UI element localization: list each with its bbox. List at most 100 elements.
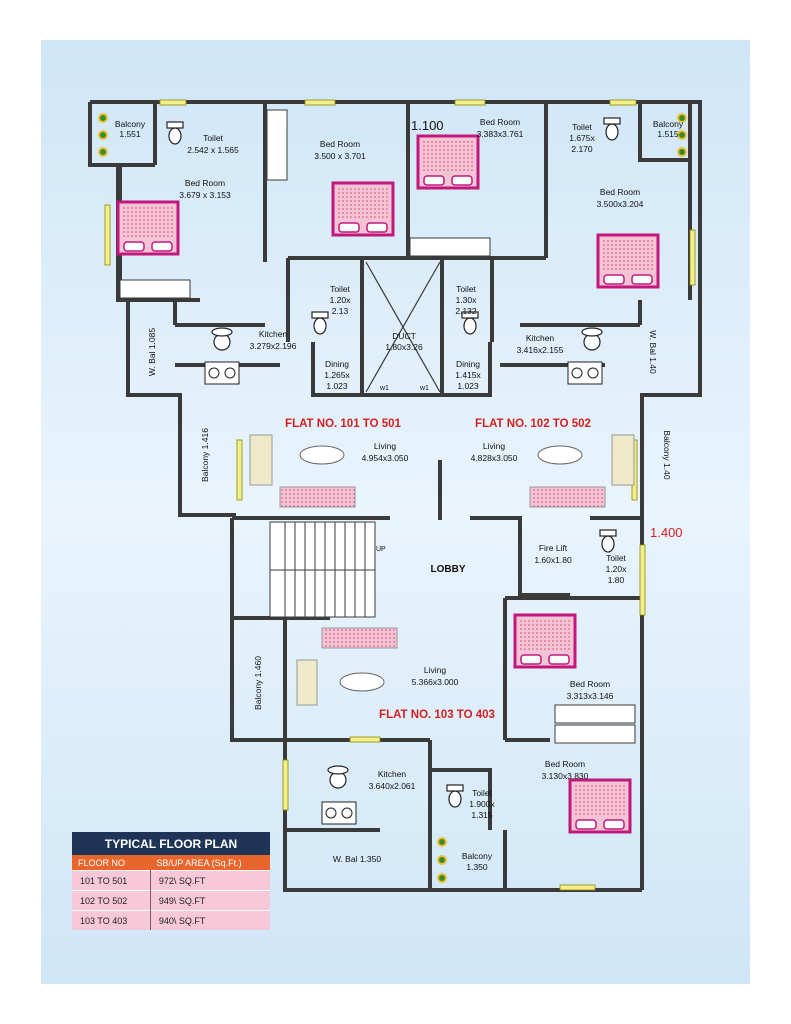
room-size: 1.023 [326,381,348,391]
lobby-label: LOBBY [431,564,466,575]
room-size: 1.265x [324,370,350,380]
room-name: Bed Room [570,679,610,689]
flat-label-102: FLAT NO. 102 TO 502 [475,418,591,430]
room-size: 5.366x3.000 [412,677,459,687]
bed-icon [596,233,660,289]
plant-icon [437,837,447,847]
plant-icon [437,855,447,865]
bed-icon [513,613,577,669]
area-cell: 940\ SQ.FT [150,910,270,930]
room-name: Toilet [456,284,476,294]
room-name: Balcony 1.460 [253,656,263,710]
room-size: 1.20x [606,564,628,574]
stove-icon [321,801,357,825]
room-name: Bed Room [320,139,360,149]
room-size: 1.415x [455,370,481,380]
room-size: 1.60x1.80 [534,555,572,565]
room-size: 1.350 [466,862,488,872]
room-size: 1.20x [330,295,352,305]
floor-cell: 103 TO 403 [72,910,151,930]
area-cell: 972\ SQ.FT [150,870,270,891]
room-name: Balcony [653,119,684,129]
area-cell: 949\ SQ.FT [150,890,270,911]
room-name: Toilet [330,284,350,294]
stove-icon [204,361,240,385]
room-name: Living [483,441,505,451]
floor-cell: 101 TO 501 [72,870,151,891]
staircase [269,521,376,618]
room-size: 2.170 [571,144,593,154]
bed-icon [331,181,395,237]
room-size: 3.313x3.146 [567,691,614,701]
room-name: W. Bal 1.085 [147,328,157,376]
bed-icon [116,200,180,256]
room-name: Balcony 1.40 [662,430,672,479]
person-icon [581,327,603,351]
room-name: Kitchen [526,333,555,343]
room-name: Balcony [115,119,146,129]
column-header: FLOOR NO [72,855,151,871]
wardrobes [119,109,636,744]
floor-cell: 102 TO 502 [72,890,151,911]
plant-icon [437,873,447,883]
room-name: Dining [325,359,349,369]
room-name: Bed Room [185,178,225,188]
room-size: 3.500 x 3.701 [314,151,366,161]
room-size: 2.13 [332,306,349,316]
room-name: W. Bal 1.40 [648,330,658,374]
table-row: 101 TO 501 972\ SQ.FT [72,870,270,891]
room-size: 3.383x3.761 [477,129,524,139]
room-name: Balcony 1.416 [200,428,210,482]
room-size: 3.640x2.061 [369,781,416,791]
floor-plan-table: TYPICAL FLOOR PLAN FLOOR NO SB/UP AREA (… [72,832,270,930]
stair-up-label: UP [376,546,386,553]
room-size: 4.828x3.050 [471,453,518,463]
room-name: Toilet [606,553,626,563]
plant-icon [98,147,108,157]
room-name: Toilet [472,788,492,798]
bed-icon [568,778,632,834]
room-size: 1.675x [569,133,595,143]
room-size: 1.515 [657,129,679,139]
room-size: 1.551 [119,129,141,139]
stove-icon [567,361,603,385]
room-size: 3.279x2.196 [250,341,297,351]
table-row: 102 TO 502 949\ SQ.FT [72,890,270,911]
table-title: TYPICAL FLOOR PLAN [72,832,270,855]
room-name: Bed Room [600,187,640,197]
person-icon [327,765,349,789]
room-size: 1.315 [471,810,493,820]
flat-label-101: FLAT NO. 101 TO 501 [285,418,401,430]
room-size: 4.954x3.050 [362,453,409,463]
room-name: Fire Lift [539,543,568,553]
room-labels: Balcony 1.551 Toilet 2.542 x 1.565 Bed R… [115,117,684,872]
room-size: 1.023 [457,381,479,391]
room-name: Kitchen [378,769,407,779]
person-icon [211,327,233,351]
room-size: 2.132 [455,306,477,316]
flat-label-103: FLAT NO. 103 TO 403 [379,709,495,721]
living-furniture [249,434,635,706]
duct-cross [365,261,441,393]
column-header: SB/UP AREA (Sq.Ft.) [150,855,270,871]
room-name: Kitchen [259,329,288,339]
room-size: 1.900x [469,799,495,809]
window-label: w1 [379,385,389,392]
level-marker-top: 1.100 [411,118,444,133]
table-row: 103 TO 403 940\ SQ.FT [72,910,270,930]
room-name: Toilet [203,133,223,143]
plant-icon [677,147,687,157]
window-label: w1 [419,385,429,392]
room-size: 3.500x3.204 [597,199,644,209]
room-size: 1.80 [608,575,625,585]
room-name: Toilet [572,122,592,132]
room-name: Balcony [462,851,493,861]
bed-icon [416,134,480,190]
room-size: 3.679 x 3.153 [179,190,231,200]
room-name: Living [374,441,396,451]
room-size: 1.80x3.26 [385,342,423,352]
room-name: Dining [456,359,480,369]
plant-icon [98,130,108,140]
plant-icon [98,113,108,123]
